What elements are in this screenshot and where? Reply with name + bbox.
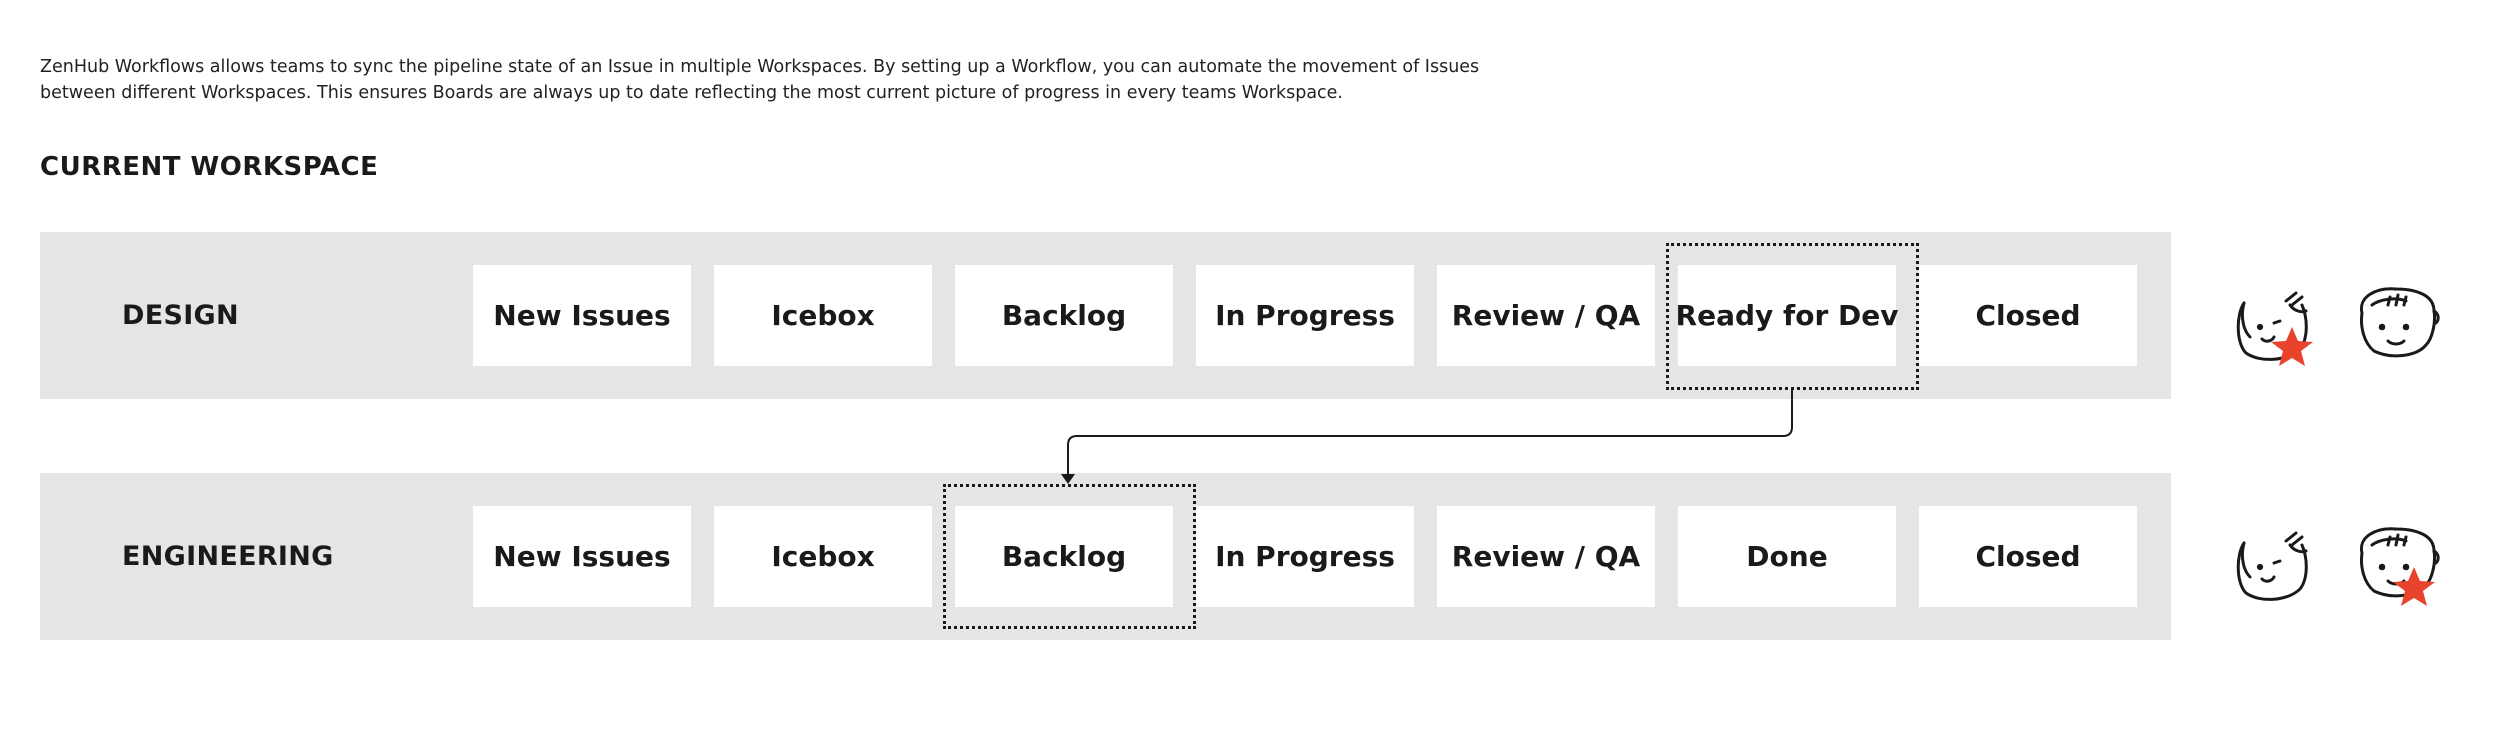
pipeline-column-target[interactable]: Backlog (955, 506, 1173, 607)
pipeline-column[interactable]: In Progress (1196, 265, 1414, 366)
person-with-short-hair-icon (2359, 527, 2440, 606)
pipeline-column[interactable]: Closed (1919, 265, 2137, 366)
intro-text: ZenHub Workflows allows teams to sync th… (40, 54, 1540, 106)
intro-line-1: ZenHub Workflows allows teams to sync th… (40, 57, 1480, 77)
pipeline-column[interactable]: Done (1678, 506, 1896, 607)
pipeline-column[interactable]: Review / QA (1437, 506, 1655, 607)
person-with-long-hair-icon (2236, 531, 2308, 601)
workspace-label: ENGINEERING (122, 541, 334, 572)
pipeline-column[interactable]: New Issues (473, 265, 691, 366)
pipeline-column[interactable]: Backlog (955, 265, 1173, 366)
pipeline-column[interactable]: Icebox (714, 265, 932, 366)
star-icon (2271, 327, 2313, 366)
workspace-engineering: ENGINEERING New Issues Icebox Backlog In… (40, 473, 2171, 640)
pipeline-column[interactable]: Review / QA (1437, 265, 1655, 366)
pipeline-column[interactable]: New Issues (473, 506, 691, 607)
star-icon (2393, 567, 2435, 606)
workspace-design: DESIGN New Issues Icebox Backlog In Prog… (40, 232, 2171, 399)
pipeline-column[interactable]: Closed (1919, 506, 2137, 607)
intro-line-2: between different Workspaces. This ensur… (40, 83, 1343, 103)
person-with-short-hair-icon (2359, 287, 2440, 358)
pipeline-column[interactable]: Icebox (714, 506, 932, 607)
person-with-long-hair-icon (2236, 291, 2313, 366)
section-title: CURRENT WORKSPACE (40, 152, 379, 182)
pipeline-column[interactable]: In Progress (1196, 506, 1414, 607)
pipeline-column-source[interactable]: Ready for Dev (1676, 265, 1898, 366)
workspace-label: DESIGN (122, 300, 239, 331)
